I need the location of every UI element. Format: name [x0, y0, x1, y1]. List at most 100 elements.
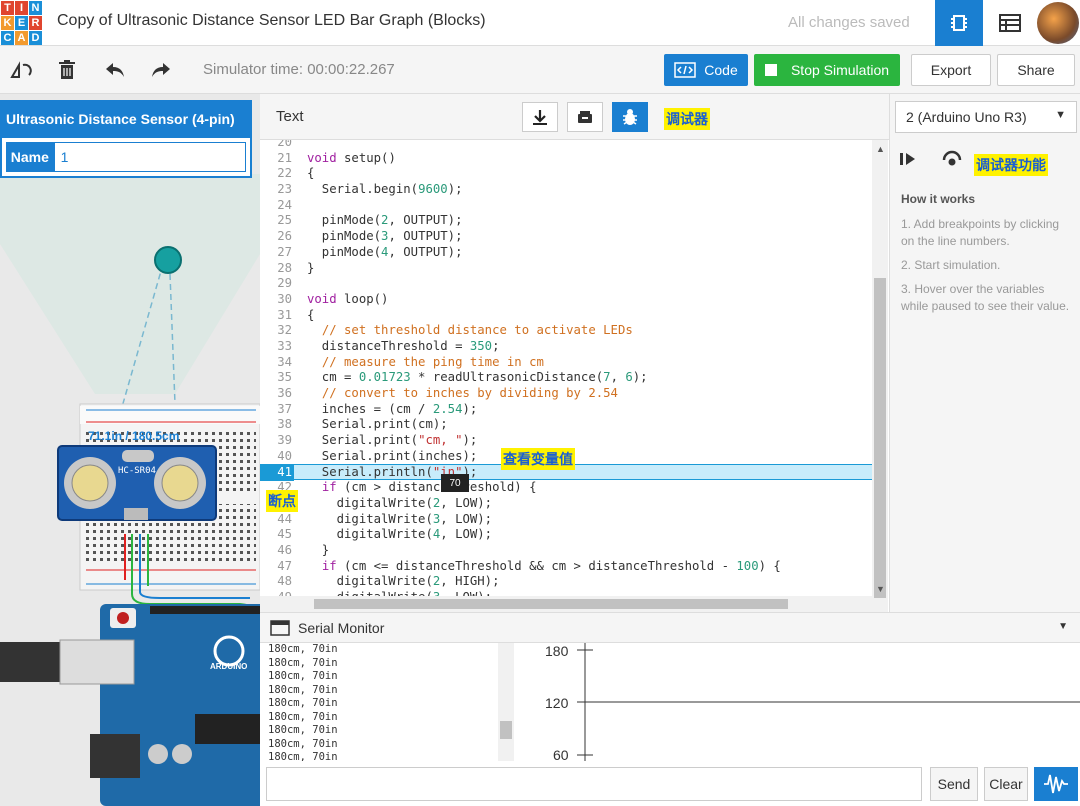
logo-letter: D: [29, 31, 42, 45]
stop-icon: [764, 64, 777, 76]
circuit-view-button[interactable]: [935, 0, 983, 46]
component-list-button[interactable]: [986, 0, 1034, 46]
variable-tooltip: 70: [441, 474, 469, 492]
line-number[interactable]: 35: [277, 370, 292, 385]
code-line: 25 pinMode(2, OUTPUT);: [260, 213, 872, 229]
debugger-button[interactable]: [612, 102, 648, 132]
download-button[interactable]: [522, 102, 558, 132]
target-object[interactable]: [154, 246, 182, 274]
arduino-logo-label: ARDUINO: [210, 662, 248, 671]
line-number[interactable]: 36: [277, 386, 292, 400]
component-title: Ultrasonic Distance Sensor (4-pin): [2, 102, 250, 138]
line-number[interactable]: 44: [277, 511, 292, 526]
serial-output[interactable]: 180cm, 70in 180cm, 70in 180cm, 70in 180c…: [260, 643, 515, 761]
libraries-button[interactable]: [567, 102, 603, 132]
page-title[interactable]: Copy of Ultrasonic Distance Sensor LED B…: [57, 12, 486, 29]
redo-icon[interactable]: [149, 58, 173, 82]
line-number[interactable]: 32: [277, 323, 292, 338]
rotate-icon[interactable]: [9, 58, 33, 82]
line-number[interactable]: 31: [277, 307, 292, 322]
serial-line: 180cm, 70in: [268, 710, 338, 723]
serial-input[interactable]: [266, 767, 922, 801]
user-avatar[interactable]: [1037, 2, 1079, 44]
line-number[interactable]: 29: [277, 276, 292, 291]
stop-simulation-button[interactable]: Stop Simulation: [754, 54, 900, 86]
line-number[interactable]: 39: [277, 433, 292, 448]
plot-tick-label: 60: [553, 747, 569, 761]
share-button[interactable]: Share: [997, 54, 1075, 86]
circuit-drawing: [0, 174, 260, 806]
line-number[interactable]: 34: [277, 354, 292, 369]
tinkercad-logo[interactable]: T I N K E R C A D: [0, 0, 42, 45]
download-icon: [533, 110, 547, 125]
code-text: distanceThreshold = 350;: [307, 338, 500, 353]
line-number[interactable]: 40: [277, 448, 292, 463]
code-line: 36 // convert to inches by dividing by 2…: [260, 386, 872, 402]
toolbar: Simulator time: 00:00:22.267 Code Stop S…: [0, 46, 1080, 94]
code-text: Serial.print(inches);: [307, 448, 478, 463]
serial-scrollbar[interactable]: [498, 643, 514, 761]
line-number[interactable]: 47: [277, 558, 292, 573]
undo-icon[interactable]: [103, 58, 127, 82]
chevron-down-icon: ▼: [1055, 109, 1066, 121]
line-number[interactable]: 21: [277, 150, 292, 165]
code-button-label: Code: [704, 62, 738, 78]
code-horizontal-scrollbar[interactable]: [260, 596, 872, 612]
table-icon: [999, 14, 1021, 32]
board-select[interactable]: 2 (Arduino Uno R3) ▼: [895, 101, 1077, 133]
trash-icon[interactable]: [55, 58, 79, 82]
line-number[interactable]: 26: [277, 229, 292, 244]
simulator-time: Simulator time: 00:00:22.267: [203, 61, 395, 78]
how-step-3: 3. Hover over the variables while paused…: [901, 282, 1070, 313]
step-over-icon[interactable]: [941, 150, 963, 173]
line-number[interactable]: 22: [277, 166, 292, 181]
line-number[interactable]: 30: [277, 291, 292, 306]
code-text: Serial.print("cm, ");: [307, 433, 478, 448]
code-line: 26 pinMode(3, OUTPUT);: [260, 229, 872, 245]
line-number[interactable]: 46: [277, 542, 292, 557]
line-number[interactable]: 24: [277, 197, 292, 212]
code-text: // convert to inches by dividing by 2.54: [321, 386, 618, 400]
line-number[interactable]: 28: [277, 260, 292, 275]
line-number[interactable]: 25: [277, 213, 292, 228]
code-vertical-scrollbar[interactable]: ▲ ▼: [872, 140, 888, 612]
line-number[interactable]: 20: [277, 140, 292, 149]
code-text: if (cm <= distanceThreshold && cm > dist…: [321, 558, 781, 573]
code-line: 31{: [260, 308, 872, 324]
line-number[interactable]: 48: [277, 574, 292, 589]
export-button[interactable]: Export: [911, 54, 991, 86]
line-number[interactable]: 33: [277, 338, 292, 353]
line-number[interactable]: 38: [277, 417, 292, 432]
line-number[interactable]: 45: [277, 527, 292, 542]
line-number[interactable]: 37: [277, 401, 292, 416]
bug-icon: [623, 109, 637, 125]
chip-icon: [951, 15, 967, 31]
circuit-canvas[interactable]: 71.1in / 180.5cm HC-SR04 ARDUINO: [0, 94, 260, 806]
code-line: 24: [260, 198, 872, 214]
library-icon: [578, 111, 592, 123]
line-number[interactable]: 23: [277, 182, 292, 197]
distance-readout: 71.1in / 180.5cm: [88, 429, 180, 443]
code-text: pinMode(2, OUTPUT);: [307, 213, 463, 228]
code-mode-select[interactable]: Text: [276, 108, 304, 125]
collapse-chevron-icon[interactable]: ▼: [1058, 621, 1068, 632]
graph-toggle-button[interactable]: [1034, 767, 1078, 801]
serial-monitor: Serial Monitor ▼ 180cm, 70in 180cm, 70in…: [260, 612, 1080, 806]
send-button[interactable]: Send: [930, 767, 978, 801]
line-number[interactable]: 41: [260, 465, 294, 482]
code-icon: [674, 62, 697, 78]
logo-letter: A: [15, 31, 28, 45]
debugger-feature-annotation: 调试器功能: [974, 154, 1048, 176]
code-button[interactable]: Code: [664, 54, 748, 86]
code-line: 37 inches = (cm / 2.54);: [260, 402, 872, 418]
code-line: 38 Serial.print(cm);: [260, 417, 872, 433]
clear-button[interactable]: Clear: [984, 767, 1028, 801]
name-input[interactable]: 1: [53, 142, 246, 172]
code-text: }: [307, 542, 330, 557]
resume-icon[interactable]: [899, 151, 917, 172]
how-step-1: 1. Add breakpoints by clicking on the li…: [901, 217, 1060, 248]
line-number[interactable]: 27: [277, 244, 292, 259]
serial-monitor-header[interactable]: Serial Monitor ▼: [260, 613, 1080, 643]
